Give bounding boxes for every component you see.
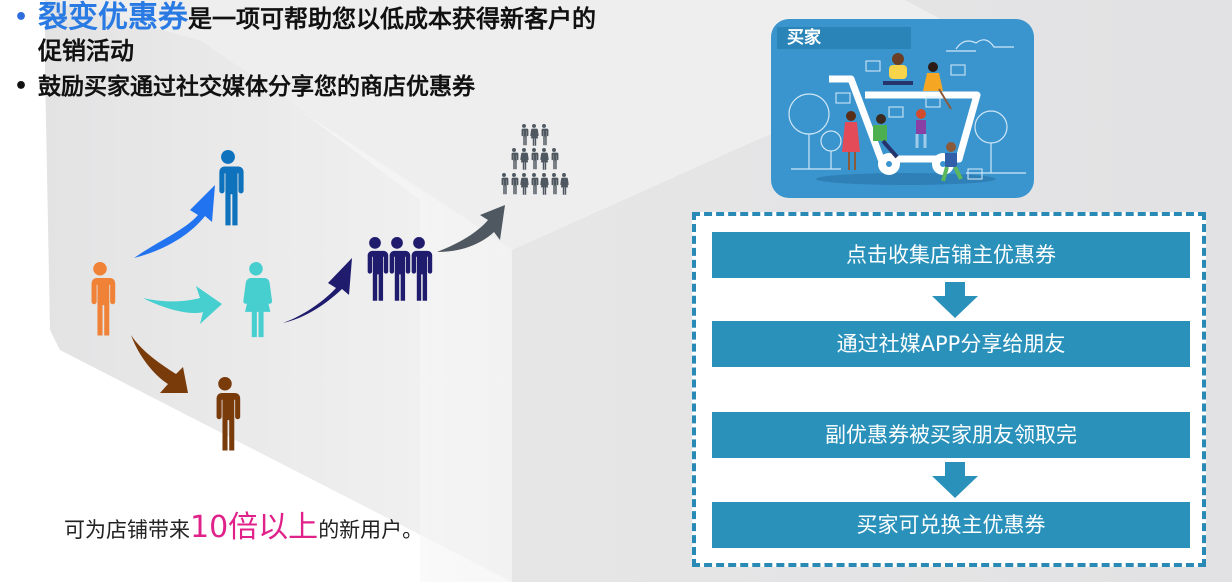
tagline-highlight: 10倍以上 [190,510,319,545]
arrow-down-brown-icon [131,335,188,393]
arrow-up-navy-icon [283,258,352,323]
buyer-label: 买家 [777,27,911,49]
flow-step-4: 买家可兑换主优惠券 [712,502,1190,548]
person-male-brown-icon [214,377,241,451]
bullet-2: • 鼓励买家通过社交媒体分享您的商店优惠券 [12,71,672,103]
arrow-up-gray-icon [437,205,505,252]
arrow-up-blue-icon [134,185,215,258]
growth-tagline: 可为店铺带来10倍以上的新用户。 [64,508,423,550]
person-female-teal-icon [243,262,273,338]
bullet-1: • 裂变优惠券是一项可帮助您以低成本获得新客户的 促销活动 [12,2,672,67]
fission-coupon-highlight: 裂变优惠券 [38,0,188,35]
buyer-illustration-card: 买家 [771,19,1034,198]
bullet-2-text: 鼓励买家通过社交媒体分享您的商店优惠券 [38,74,475,100]
bullet-1-continuation: 促销活动 [38,37,134,65]
flow-step-3: 副优惠券被买家朋友领取完 [712,412,1190,458]
crowd-pyramid-icon [501,124,569,195]
flow-step-2: 通过社媒APP分享给朋友 [712,321,1190,367]
person-male-blue-icon [217,150,244,226]
arrow-right-teal-icon [143,286,222,324]
arrow-down-icon [932,282,978,318]
bullet-dot-icon: • [14,74,29,99]
tagline-suffix: 的新用户。 [318,518,424,542]
flow-step-1: 点击收集店铺主优惠券 [712,232,1190,278]
bullet-dot-icon: • [14,5,29,30]
intro-bullets: • 裂变优惠券是一项可帮助您以低成本获得新客户的 促销活动 • 鼓励买家通过社交… [12,2,672,103]
coupon-flow-box: 点击收集店铺主优惠券 通过社媒APP分享给朋友 副优惠券被买家朋友领取完 买家可… [692,212,1206,567]
group-of-three-icon [366,237,433,301]
bullet-1-text: 是一项可帮助您以低成本获得新客户的 [188,5,596,33]
tagline-prefix: 可为店铺带来 [64,518,190,542]
arrow-down-icon [932,462,978,498]
shopping-cart-people-illustration [788,39,1026,185]
origin-person-icon [89,262,116,336]
